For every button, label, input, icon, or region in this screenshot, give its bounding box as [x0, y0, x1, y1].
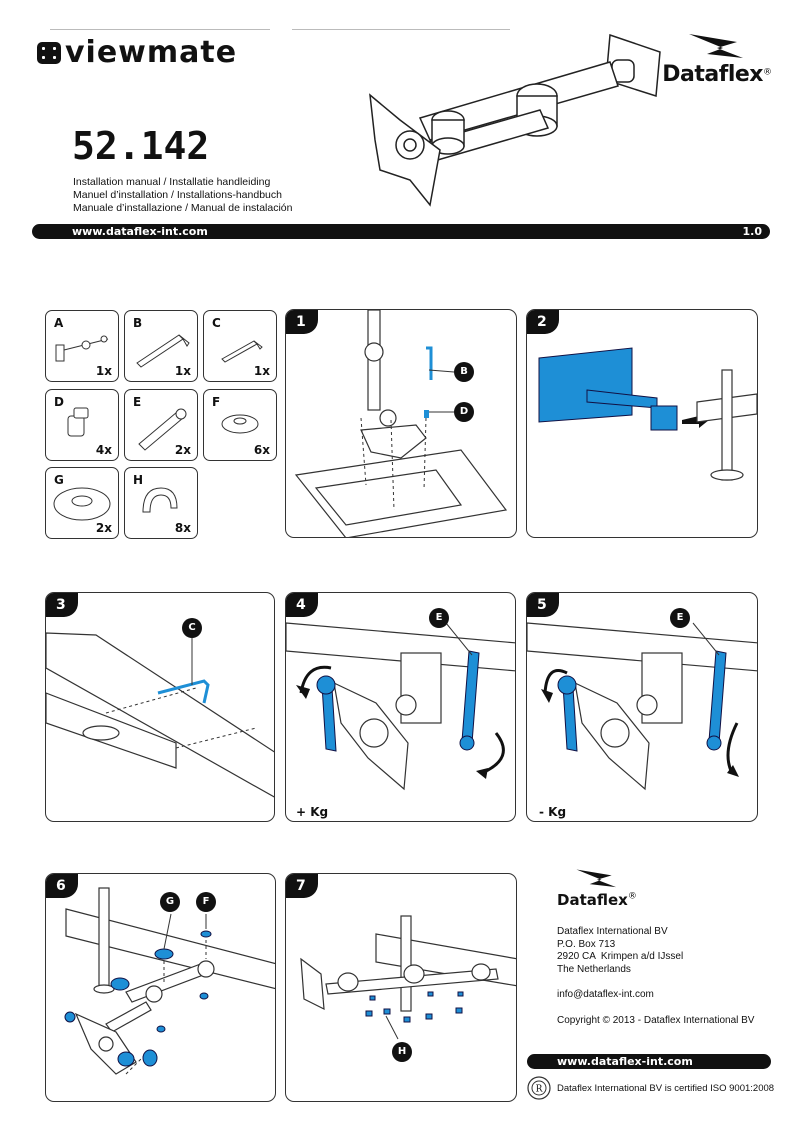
part-cell-c: C 1x: [203, 310, 277, 382]
screw-icon: [67, 407, 89, 437]
subtitle-line-1: Installation manual / Installatie handle…: [73, 176, 271, 188]
allen-key-small-icon: [221, 340, 263, 363]
step-number: 3: [46, 593, 78, 617]
part-badge-c: C: [182, 618, 202, 638]
step-4-panel: 4 E + Kg: [285, 592, 516, 822]
model-number: 52.142: [72, 124, 210, 168]
part-cell-d: D 4x: [45, 389, 119, 461]
part-cell-g: G 2x: [45, 467, 119, 539]
dataflex-logo: Dataflex®: [662, 32, 772, 87]
step-number: 7: [286, 874, 318, 898]
step-3-illustration: [46, 632, 274, 798]
step-5-panel: 5 E - Kg: [526, 592, 758, 822]
header-rule-left: [50, 29, 270, 30]
viewmate-logo: viewmate: [37, 35, 238, 70]
part-badge-h: H: [392, 1042, 412, 1062]
header-bar: www.dataflex-int.com 1.0: [32, 224, 770, 239]
dataflex-wordmark: Dataflex: [557, 891, 628, 909]
step-5-illustration: [527, 622, 757, 791]
footer-bar: www.dataflex-int.com: [527, 1054, 771, 1069]
step-number: 6: [46, 874, 78, 898]
step-2-panel: 2: [526, 309, 758, 538]
registered-mark: ®: [763, 67, 772, 78]
step-6-panel: 6 G F: [45, 873, 276, 1102]
wrench-icon: [138, 408, 187, 451]
footer-dataflex-logo: Dataflex®: [557, 868, 637, 909]
part-quantity: 1x: [253, 364, 270, 378]
part-cell-h: H 8x: [124, 467, 198, 539]
email-link[interactable]: info@dataflex-int.com: [557, 989, 654, 1000]
part-badge-e: E: [429, 608, 449, 628]
step-2-illustration: [538, 347, 757, 481]
part-letter: H: [133, 473, 144, 487]
registered-mark: ®: [627, 891, 637, 902]
dataflex-swoosh-icon: [576, 869, 616, 888]
subtitle-line-3: Manuale d’installazione / Manual de inst…: [73, 202, 293, 214]
part-badge-d: D: [454, 402, 474, 422]
part-cell-a: A 1x: [45, 310, 119, 382]
company-name: Dataflex International BV: [557, 926, 668, 937]
viewmate-wordmark: viewmate: [65, 35, 238, 70]
footer-url-link[interactable]: www.dataflex-int.com: [557, 1055, 693, 1068]
step-number: 5: [527, 593, 559, 617]
part-letter: D: [54, 395, 64, 409]
step-number: 2: [527, 310, 559, 334]
country-line: The Netherlands: [557, 963, 631, 975]
manual-subtitles: Installation manual / Installatie handle…: [73, 176, 292, 215]
step-1-illustration: [294, 310, 508, 537]
part-letter: G: [54, 473, 64, 487]
step-1-panel: 1 B D: [285, 309, 517, 538]
weight-increase-label: + Kg: [296, 805, 329, 819]
step-3-panel: 3 C: [45, 592, 275, 822]
step-6-illustration: [64, 887, 275, 1075]
part-badge-f: F: [196, 892, 216, 912]
part-badge-b: B: [454, 362, 474, 382]
cable-clip-icon: [221, 414, 259, 434]
certification-text: Dataflex International BV is certified I…: [557, 1082, 775, 1094]
part-letter: E: [133, 395, 142, 409]
part-cell-b: B 1x: [124, 310, 198, 382]
part-quantity: 2x: [95, 521, 112, 535]
header-url-link[interactable]: www.dataflex-int.com: [72, 225, 208, 238]
iso-seal-icon: R: [527, 1076, 551, 1100]
part-letter: F: [212, 395, 221, 409]
step-7-illustration: [300, 915, 516, 1040]
dataflex-wordmark: Dataflex: [662, 62, 763, 87]
viewmate-logo-icon: [37, 42, 61, 64]
part-quantity: 8x: [174, 521, 191, 535]
allen-key-large-icon: [136, 334, 190, 368]
step-number: 4: [286, 593, 318, 617]
po-box: P.O. Box 713: [557, 938, 616, 950]
clamp-icon: [142, 487, 178, 513]
version-label: 1.0: [742, 225, 763, 238]
contact-block: Dataflex International BV P.O. Box 713 2…: [557, 926, 754, 1027]
subtitle-line-2: Manuel d’installation / Installations-ha…: [73, 189, 282, 201]
part-letter: B: [133, 316, 143, 330]
part-quantity: 6x: [253, 443, 270, 457]
step-number: 1: [286, 310, 318, 334]
weight-decrease-label: - Kg: [539, 805, 567, 819]
monitor-arm-part-icon: [55, 335, 109, 362]
part-badge-g: G: [160, 892, 180, 912]
part-cell-f: F 6x: [203, 389, 277, 461]
part-quantity: 1x: [174, 364, 191, 378]
part-quantity: 2x: [174, 443, 191, 457]
step-7-panel: 7 H: [285, 873, 517, 1102]
part-quantity: 4x: [95, 443, 112, 457]
copyright-line: Copyright © 2013 - Dataflex Internationa…: [557, 1014, 755, 1026]
part-letter: C: [212, 316, 221, 330]
city-line: 2920 CA Krimpen a/d IJssel: [557, 951, 684, 962]
step-4-illustration: [286, 622, 515, 791]
header-rule-right: [292, 29, 510, 30]
dataflex-swoosh-icon: [689, 34, 744, 58]
certification-line: R Dataflex International BV is certified…: [527, 1076, 774, 1100]
part-letter: A: [54, 316, 64, 330]
part-quantity: 1x: [95, 364, 112, 378]
svg-text:R: R: [536, 1085, 543, 1095]
base-disc-icon: [53, 487, 111, 521]
part-badge-e: E: [670, 608, 690, 628]
part-cell-e: E 2x: [124, 389, 198, 461]
